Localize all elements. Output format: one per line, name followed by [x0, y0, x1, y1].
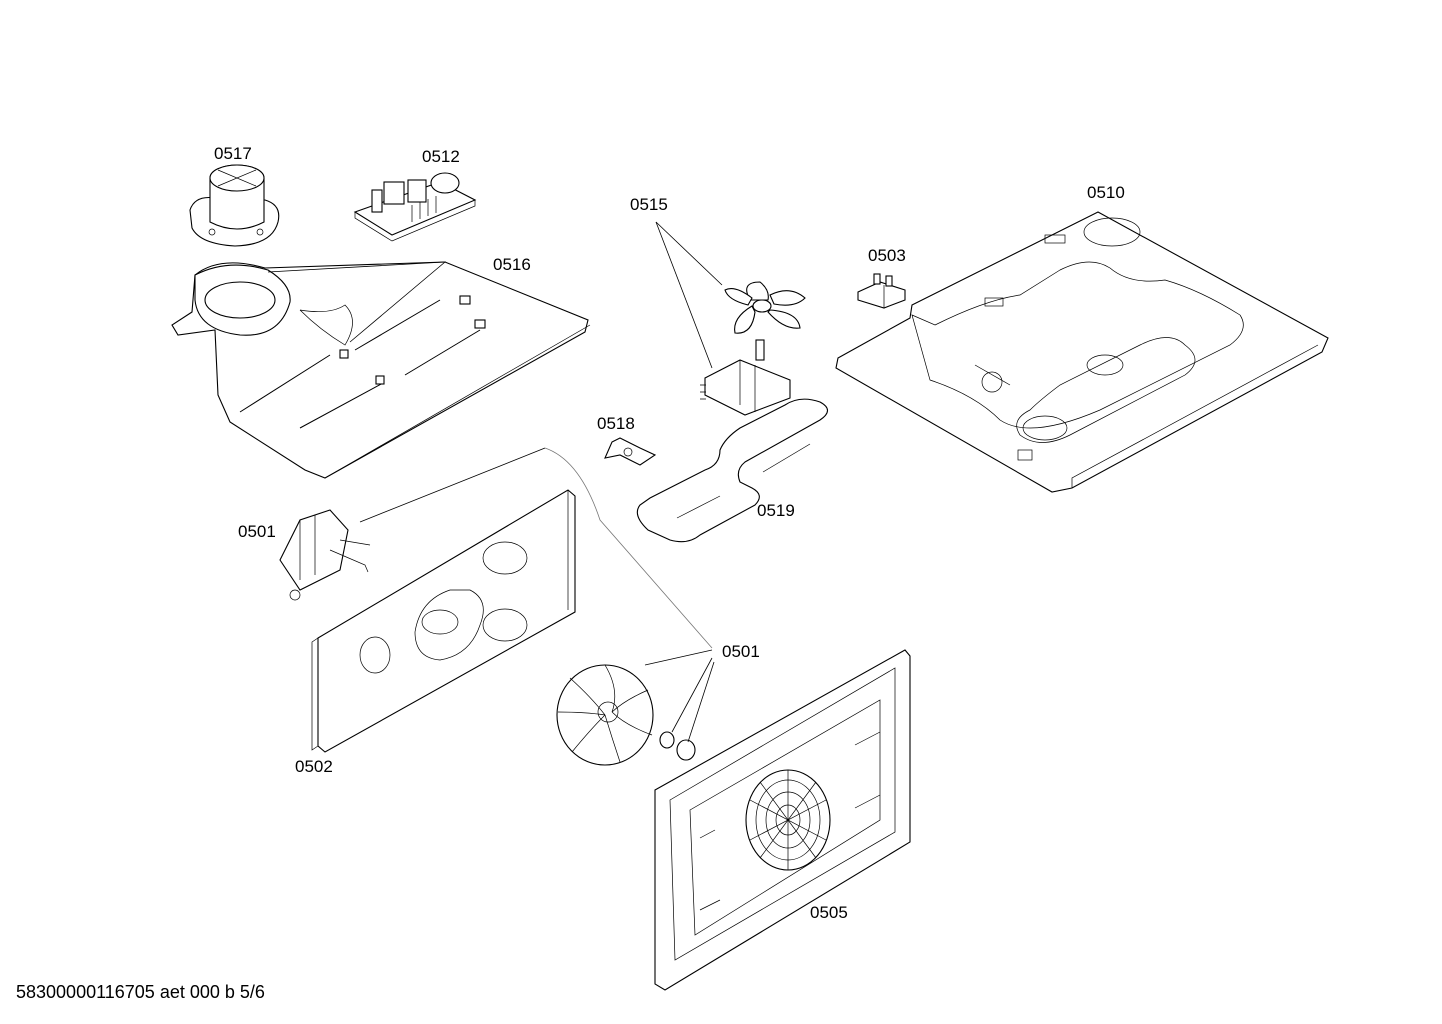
part-label-0501-lower: 0501 — [722, 642, 760, 661]
part-0515-motor-drawing — [655, 221, 806, 416]
part-0510-panel-drawing — [835, 211, 1329, 493]
part-0503-thermostat-drawing — [857, 273, 906, 309]
document-footer-code: 58300000116705 aet 000 b 5/6 — [16, 982, 265, 1002]
part-0512-board-drawing — [353, 172, 477, 242]
part-label-0501-upper: 0501 — [238, 522, 276, 541]
part-0501-fanwheel-drawing — [544, 447, 715, 766]
part-label-0517: 0517 — [214, 144, 252, 163]
part-0518-bracket-drawing — [604, 437, 657, 466]
part-label-0503: 0503 — [868, 246, 906, 265]
part-0517-duct-drawing — [189, 164, 280, 247]
part-label-0512: 0512 — [422, 147, 460, 166]
part-0516-panel-drawing — [171, 261, 591, 479]
part-label-0510: 0510 — [1087, 183, 1125, 202]
part-label-0505: 0505 — [810, 903, 848, 922]
part-0505-oven-front-drawing — [654, 649, 911, 991]
part-label-0502: 0502 — [295, 757, 333, 776]
part-label-0519: 0519 — [757, 501, 795, 520]
part-label-0518: 0518 — [597, 414, 635, 433]
part-0519-plate-drawing — [636, 398, 829, 543]
part-label-0516: 0516 — [493, 255, 531, 274]
part-0502-backplate-drawing — [311, 489, 576, 753]
part-0501-motor-drawing — [279, 447, 546, 601]
part-label-0515: 0515 — [630, 195, 668, 214]
